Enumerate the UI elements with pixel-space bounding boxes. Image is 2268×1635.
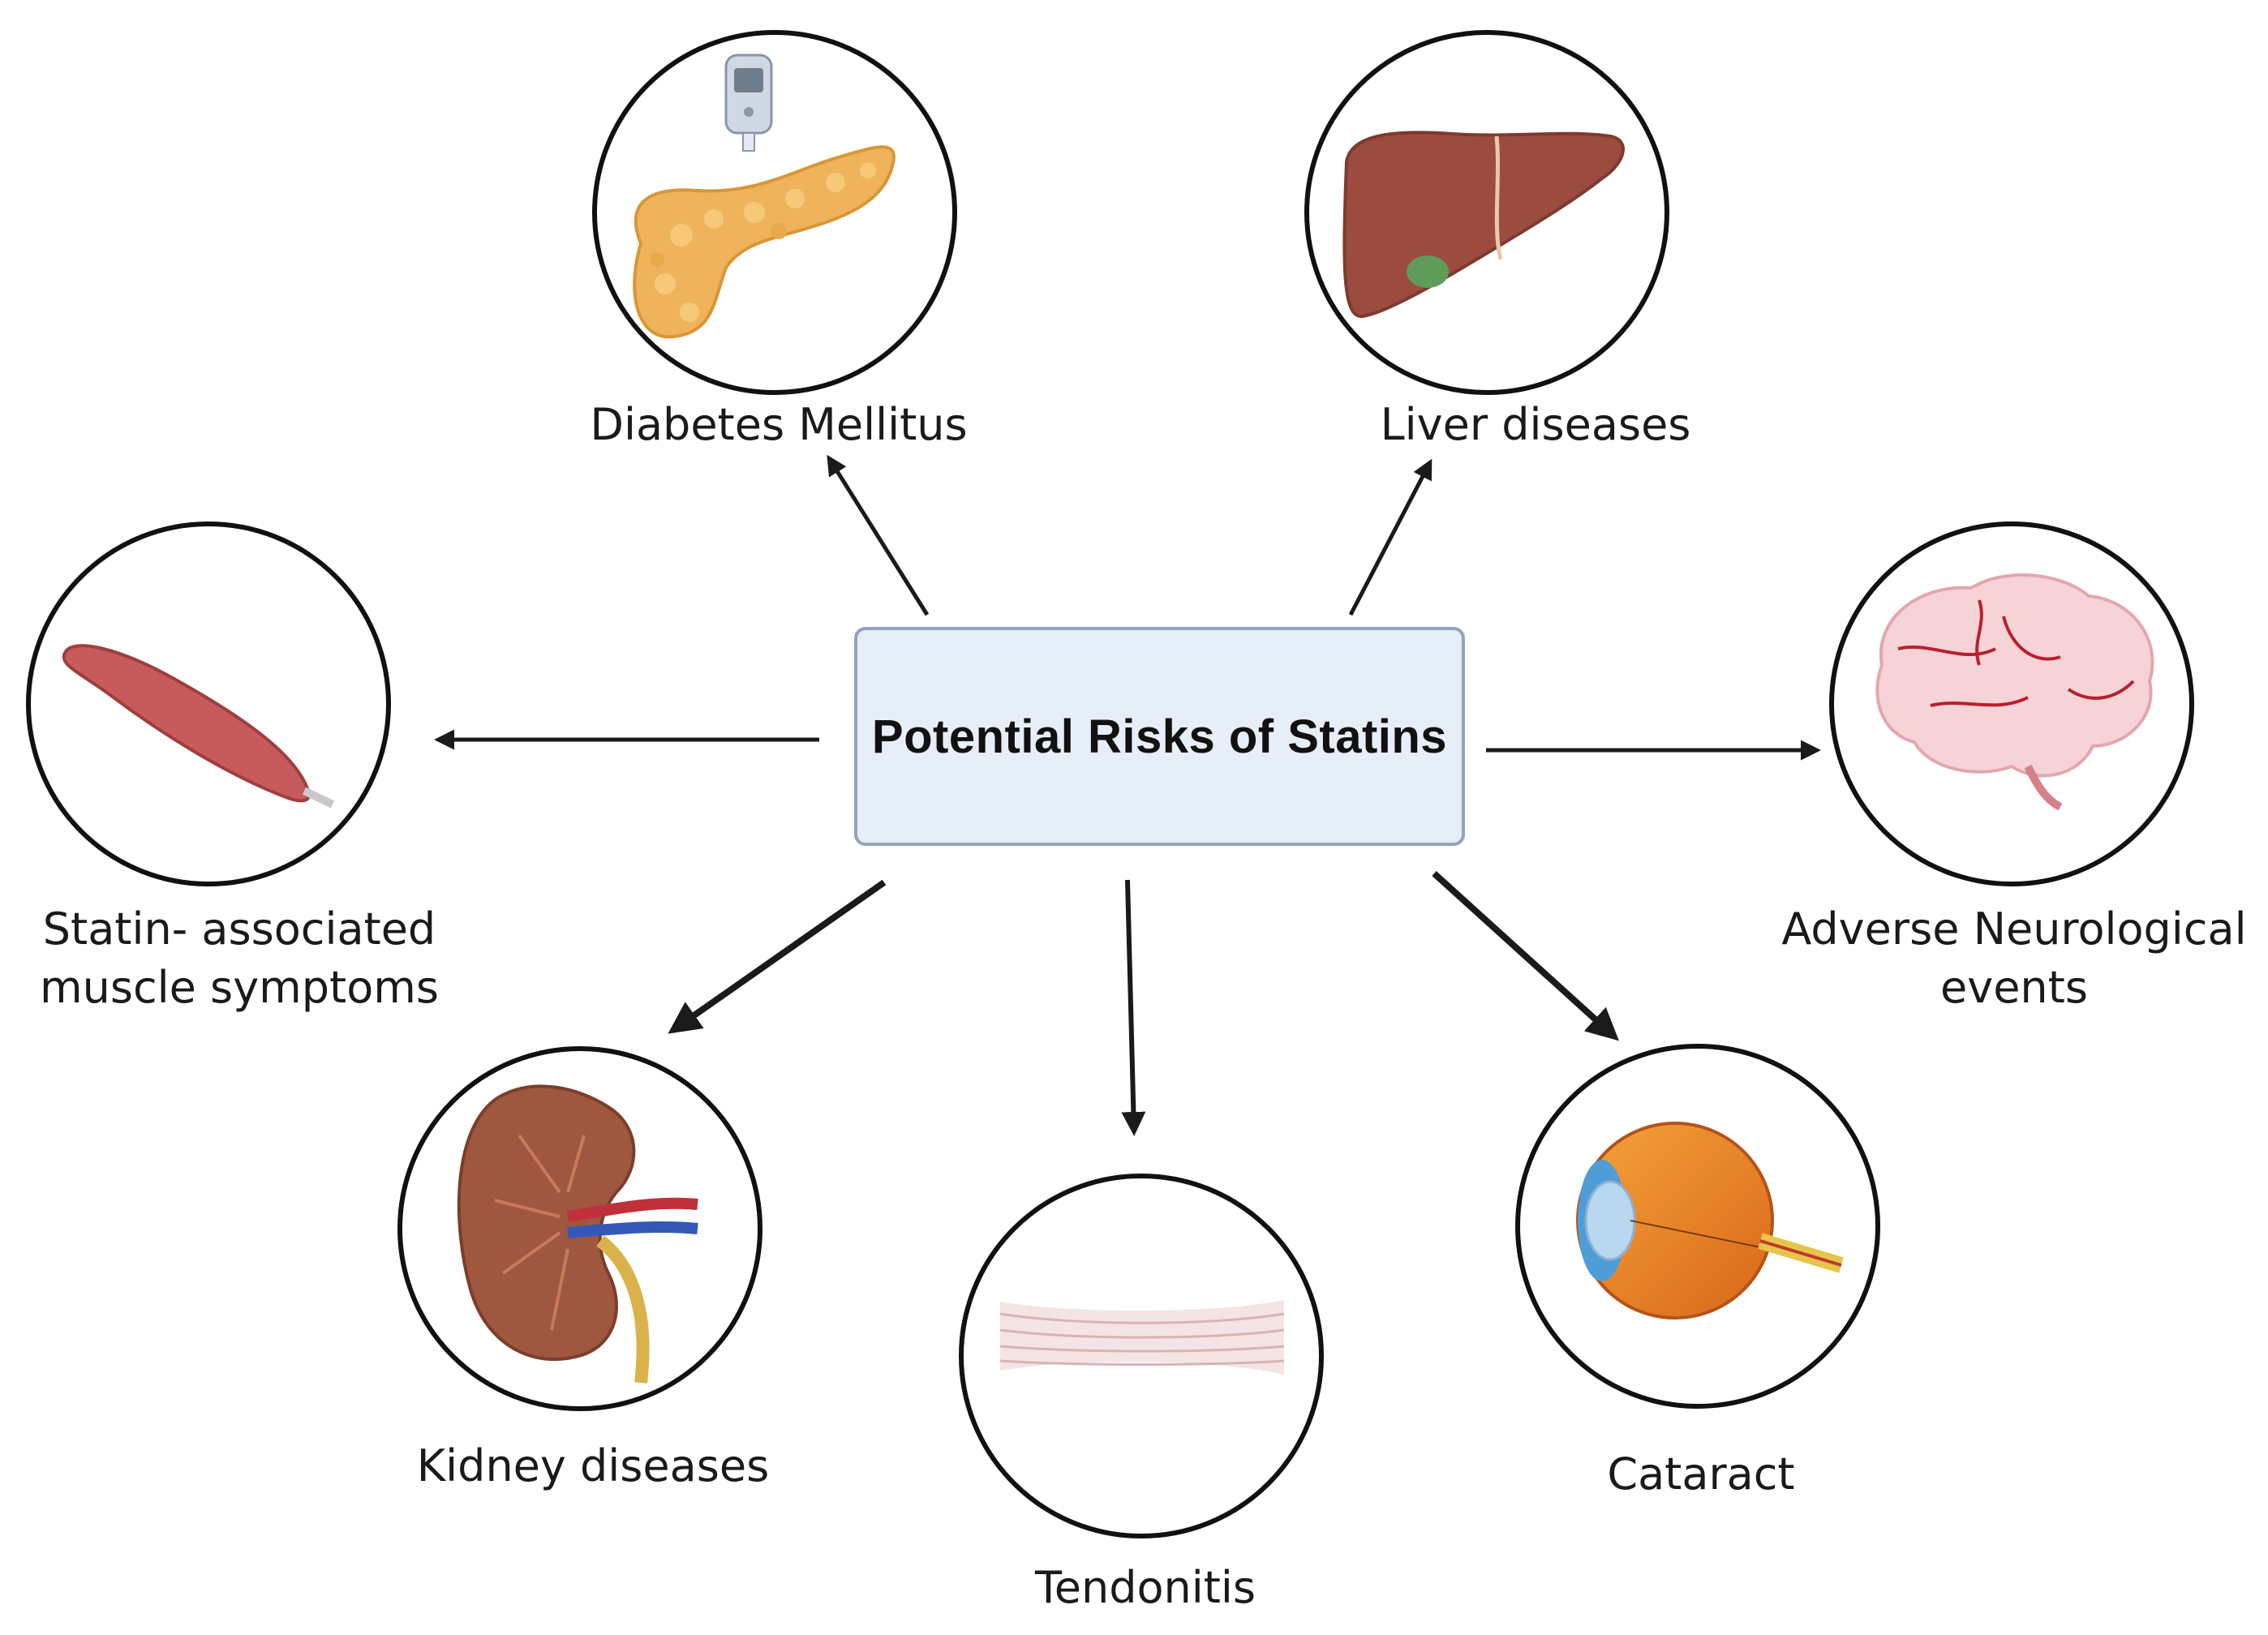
brain-icon (1875, 573, 2154, 811)
kidney-node (397, 1046, 762, 1411)
pancreas-icon (633, 145, 896, 339)
label-diabetes: Diabetes Mellitus (590, 399, 968, 450)
label-neuro-line2: events (1940, 962, 2088, 1013)
eye-icon (1576, 1122, 1844, 1320)
arrows (434, 454, 1821, 1136)
arrow-to-diabetes (827, 454, 930, 616)
label-muscle-line2: muscle symptoms (40, 962, 439, 1013)
center-title: Potential Risks of Statins (871, 710, 1448, 763)
arrow-to-kidney (668, 879, 887, 1034)
kidney-icon (457, 1084, 698, 1384)
diabetes-node (592, 30, 957, 395)
label-liver: Liver diseases (1380, 399, 1691, 450)
liver-icon (1342, 131, 1625, 319)
label-neuro-line1: Adverse Neurological (1781, 903, 2247, 955)
tendon-node (959, 1174, 1324, 1538)
arrow-to-tendon (1121, 879, 1146, 1136)
liver-node (1304, 30, 1669, 395)
center-topic-box: Potential Risks of Statins (854, 627, 1465, 846)
label-neuro: Adverse Neurological events (1781, 900, 2246, 1017)
arrow-to-liver (1348, 458, 1433, 616)
neuro-node (1829, 521, 2194, 886)
muscle-node (26, 521, 391, 886)
label-kidney: Kidney diseases (416, 1440, 770, 1491)
label-muscle-line1: Statin- associated (42, 903, 436, 955)
label-cataract: Cataract (1607, 1448, 1795, 1500)
muscle-icon (62, 644, 335, 809)
cataract-node (1515, 1044, 1880, 1409)
glucose-meter-icon (724, 54, 773, 152)
arrow-to-cataract (1432, 871, 1619, 1041)
tendon-icon (999, 1300, 1285, 1375)
label-tendon: Tendonitis (1034, 1562, 1256, 1613)
label-muscle: Statin- associated muscle symptoms (40, 900, 439, 1017)
